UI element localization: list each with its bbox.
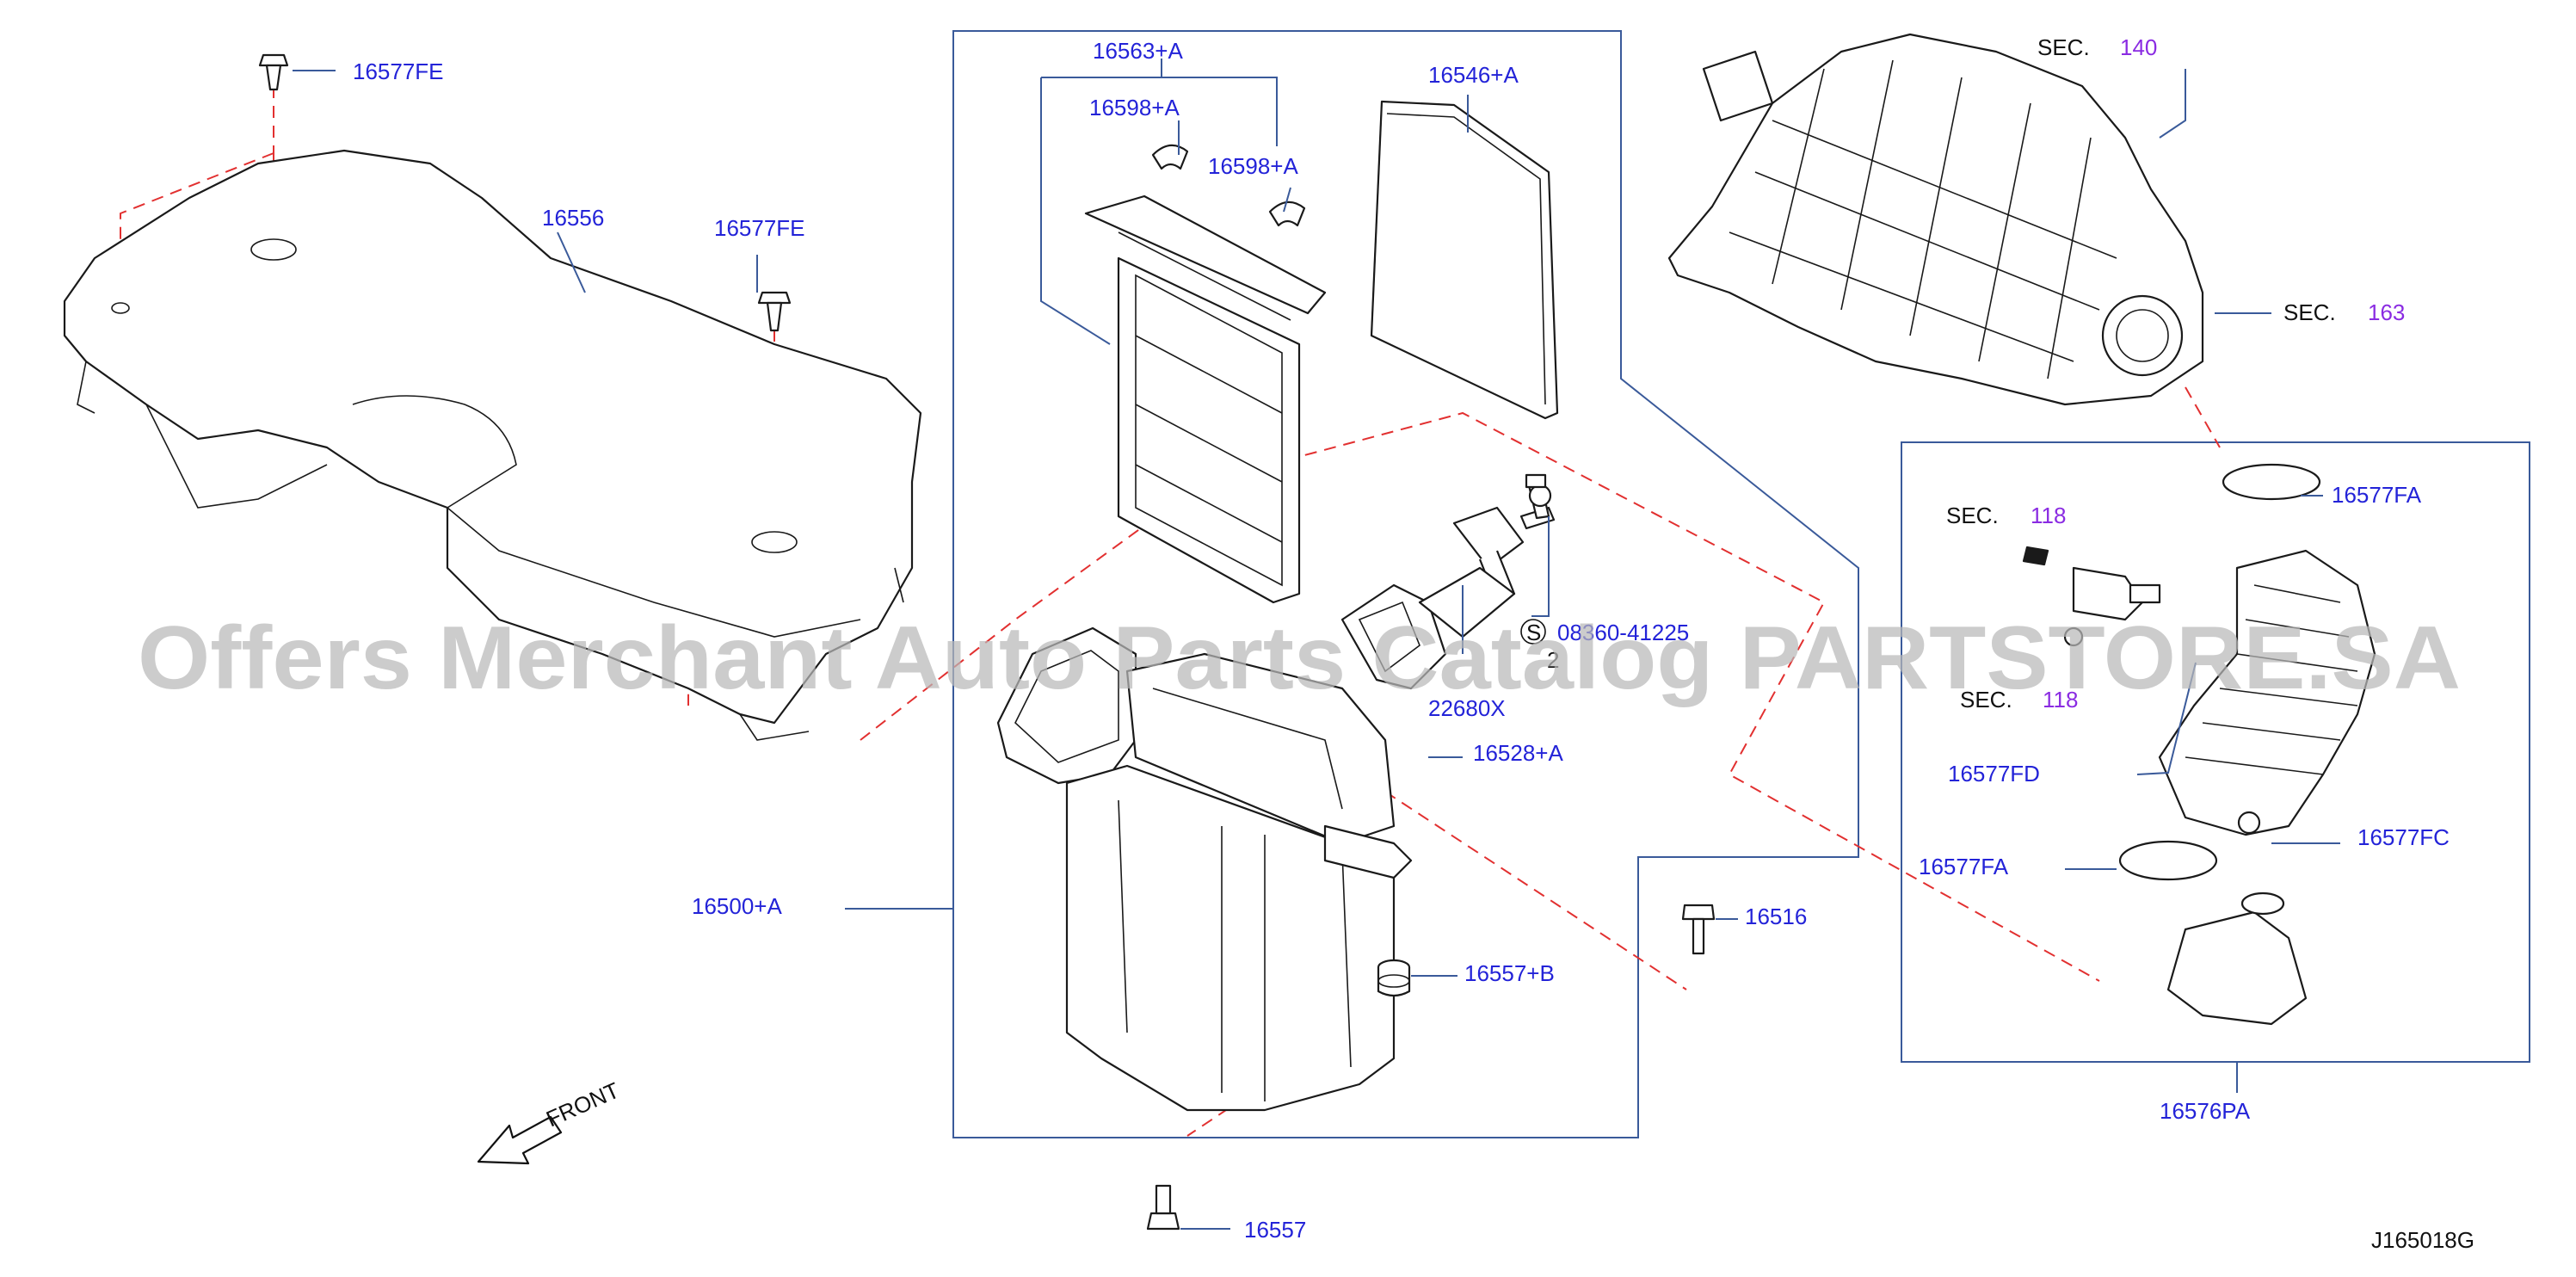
air-cleaner-group-box [952,30,1859,1138]
sec-label-140: SEC. [2037,34,2090,60]
clip-16577FE-mid [757,291,792,332]
screw-08360-illustration [1525,473,1547,489]
front-arrow-icon [477,1115,563,1165]
label-16563A: 16563+A [1093,38,1183,64]
drawing-code: J165018G [2371,1227,2474,1253]
label-16598A-2: 16598+A [1208,153,1298,179]
label-16576PA: 16576PA [2160,1098,2251,1124]
label-16577FA-1: 16577FA [2332,482,2422,508]
section-references: SEC. 140 SEC. 163 SEC. 118 SEC. 118 [1946,34,2405,713]
bolt-16516-illustration [1681,904,1716,955]
sec-label-163: SEC. [2283,299,2336,325]
filter-element-illustration [1370,100,1559,420]
sec-label-118-b: SEC. [1960,687,2012,713]
sec-number-118-b: 118 [2043,687,2078,713]
part-labels: 16577FE 16556 16577FE 16563+A 16598+A 16… [353,38,2450,1243]
label-qty-symbol: S [1526,620,1541,645]
engine-cover-illustration [63,149,922,741]
sec-number-118-a: 118 [2031,503,2066,528]
filter-frame-illustration [1084,194,1327,604]
watermark-text: Offers Merchant Auto Parts Catalog PARTS… [138,608,2461,708]
label-08360-41225: 08360-41225 [1557,620,1689,645]
qty-symbol-circle [1520,619,1546,645]
front-label: FRONT [542,1077,623,1132]
label-16577FE-top: 16577FE [353,59,444,84]
label-16556: 16556 [542,205,604,231]
grommet-16557B-illustration [1377,959,1411,997]
label-22680X: 22680X [1428,695,1506,721]
label-16516: 16516 [1745,904,1807,929]
sec-number-140: 140 [2120,34,2157,60]
inlet-duct-illustration [2022,463,2376,1026]
label-16577FC: 16577FC [2357,824,2450,850]
leader-lines [293,59,2340,1230]
sec-label-118-a: SEC. [1946,503,1999,528]
label-16546A: 16546+A [1428,62,1519,88]
label-16577FA-2: 16577FA [1919,854,2009,879]
intake-manifold-illustration [1667,33,2204,406]
label-16500A: 16500+A [692,893,782,919]
label-16577FD: 16577FD [1948,761,2040,787]
inlet-duct-group-box [1901,441,2530,1063]
label-16577FE-mid: 16577FE [714,215,805,241]
label-16557: 16557 [1244,1217,1306,1243]
sec-number-163: 163 [2368,299,2405,325]
label-16528A: 16528+A [1473,740,1563,766]
clip-16577FE-top [258,53,289,91]
label-16557B: 16557+B [1464,960,1555,986]
label-16598A-1: 16598+A [1089,95,1180,120]
air-cleaner-case-illustration [996,566,1516,1112]
bolt-16557-illustration [1146,1184,1180,1231]
label-qty-2: 2 [1547,647,1559,673]
